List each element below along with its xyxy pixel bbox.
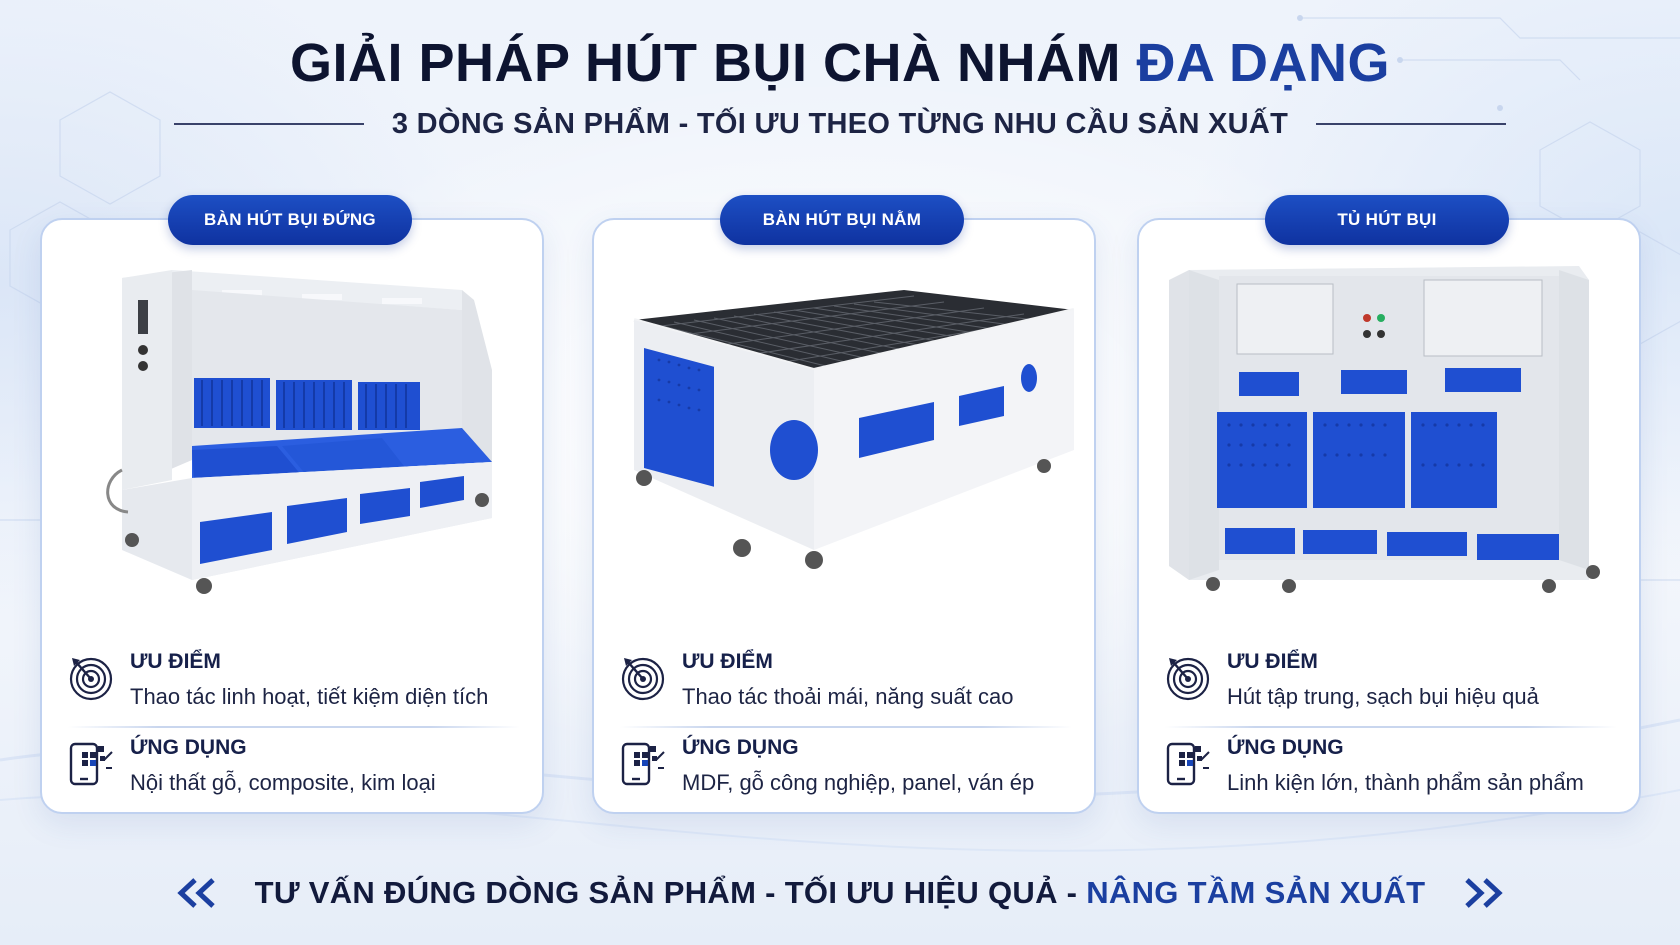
- application-label: ỨNG DỤNG: [130, 736, 247, 759]
- double-chevron-left-icon: [176, 878, 215, 908]
- target-icon: [1165, 652, 1211, 702]
- advantage-text: Thao tác thoải mái, năng suất cao: [682, 684, 1014, 709]
- advantage-text: Thao tác linh hoạt, tiết kiệm diện tích: [130, 684, 489, 709]
- application-section: ỨNG DỤNG MDF, gỗ công nghiệp, panel, ván…: [620, 736, 1080, 812]
- advantage-label: ƯU ĐIỂM: [682, 650, 773, 673]
- double-chevron-right-icon: [1465, 878, 1504, 908]
- divider: [620, 726, 1072, 728]
- subtitle-row: 3 DÒNG SẢN PHẨM - TỐI ƯU THEO TỪNG NHU C…: [0, 104, 1680, 144]
- device-app-icon: [1165, 738, 1211, 788]
- standing-dust-table-image: [106, 270, 492, 594]
- advantage-section: ƯU ĐIỂM Thao tác linh hoạt, tiết kiệm di…: [68, 650, 528, 726]
- advantage-text: Hút tập trung, sạch bụi hiệu quả: [1227, 684, 1539, 709]
- product-name-badge: BÀN HÚT BỤI ĐỨNG: [168, 195, 412, 245]
- device-app-icon: [68, 738, 114, 788]
- target-icon: [68, 652, 114, 702]
- title-main: GIẢI PHÁP HÚT BỤI CHÀ NHÁM: [289, 33, 1121, 93]
- page-subtitle: 3 DÒNG SẢN PHẨM - TỐI ƯU THEO TỪNG NHU C…: [391, 107, 1289, 140]
- application-text: Nội thất gỗ, composite, kim loại: [130, 770, 436, 795]
- advantage-label: ƯU ĐIỂM: [1227, 650, 1318, 673]
- application-label: ỨNG DỤNG: [1227, 736, 1344, 759]
- product-name-badge: BÀN HÚT BỤI NẰM: [720, 195, 964, 245]
- divider: [68, 726, 520, 728]
- horizontal-dust-table-image: [633, 290, 1074, 569]
- title-highlight: ĐA DẠNG: [1136, 33, 1391, 93]
- application-label: ỨNG DỤNG: [682, 736, 799, 759]
- subtitle-divider-left: [173, 123, 364, 125]
- product-card-horizontal-table[interactable]: BÀN HÚT BỤI NẰM ƯU ĐIỂM Thao tác thoải: [592, 195, 1096, 814]
- target-icon: [620, 652, 666, 702]
- product-card-dust-cabinet[interactable]: TỦ HÚT BỤI: [1137, 195, 1641, 814]
- device-app-icon: [620, 738, 666, 788]
- advantage-label: ƯU ĐIỂM: [130, 650, 221, 673]
- footer-text: TƯ VẤN ĐÚNG DÒNG SẢN PHẨM - TỐI ƯU HIỆU …: [255, 875, 1426, 911]
- application-text: MDF, gỗ công nghiệp, panel, ván ép: [682, 770, 1035, 795]
- advantage-section: ƯU ĐIỂM Hút tập trung, sạch bụi hiệu quả: [1165, 650, 1625, 726]
- dust-cabinet-image: [1169, 266, 1600, 593]
- footer-text-highlight: NÂNG TẦM SẢN XUẤT: [1086, 875, 1426, 910]
- page-title: GIẢI PHÁP HÚT BỤI CHÀ NHÁM ĐA DẠNG: [0, 32, 1680, 94]
- product-name-badge: TỦ HÚT BỤI: [1265, 195, 1509, 245]
- footer-tagline: TƯ VẤN ĐÚNG DÒNG SẢN PHẨM - TỐI ƯU HIỆU …: [0, 868, 1680, 918]
- product-card-standing-table[interactable]: BÀN HÚT BỤI ĐỨNG: [40, 195, 544, 814]
- application-text: Linh kiện lớn, thành phẩm sản phẩm: [1227, 770, 1584, 795]
- application-section: ỨNG DỤNG Linh kiện lớn, thành phẩm sản p…: [1165, 736, 1625, 812]
- application-section: ỨNG DỤNG Nội thất gỗ, composite, kim loạ…: [68, 736, 528, 812]
- advantage-section: ƯU ĐIỂM Thao tác thoải mái, năng suất ca…: [620, 650, 1080, 726]
- footer-text-main: TƯ VẤN ĐÚNG DÒNG SẢN PHẨM - TỐI ƯU HIỆU …: [254, 875, 1078, 910]
- divider: [1165, 726, 1617, 728]
- subtitle-divider-right: [1316, 123, 1507, 125]
